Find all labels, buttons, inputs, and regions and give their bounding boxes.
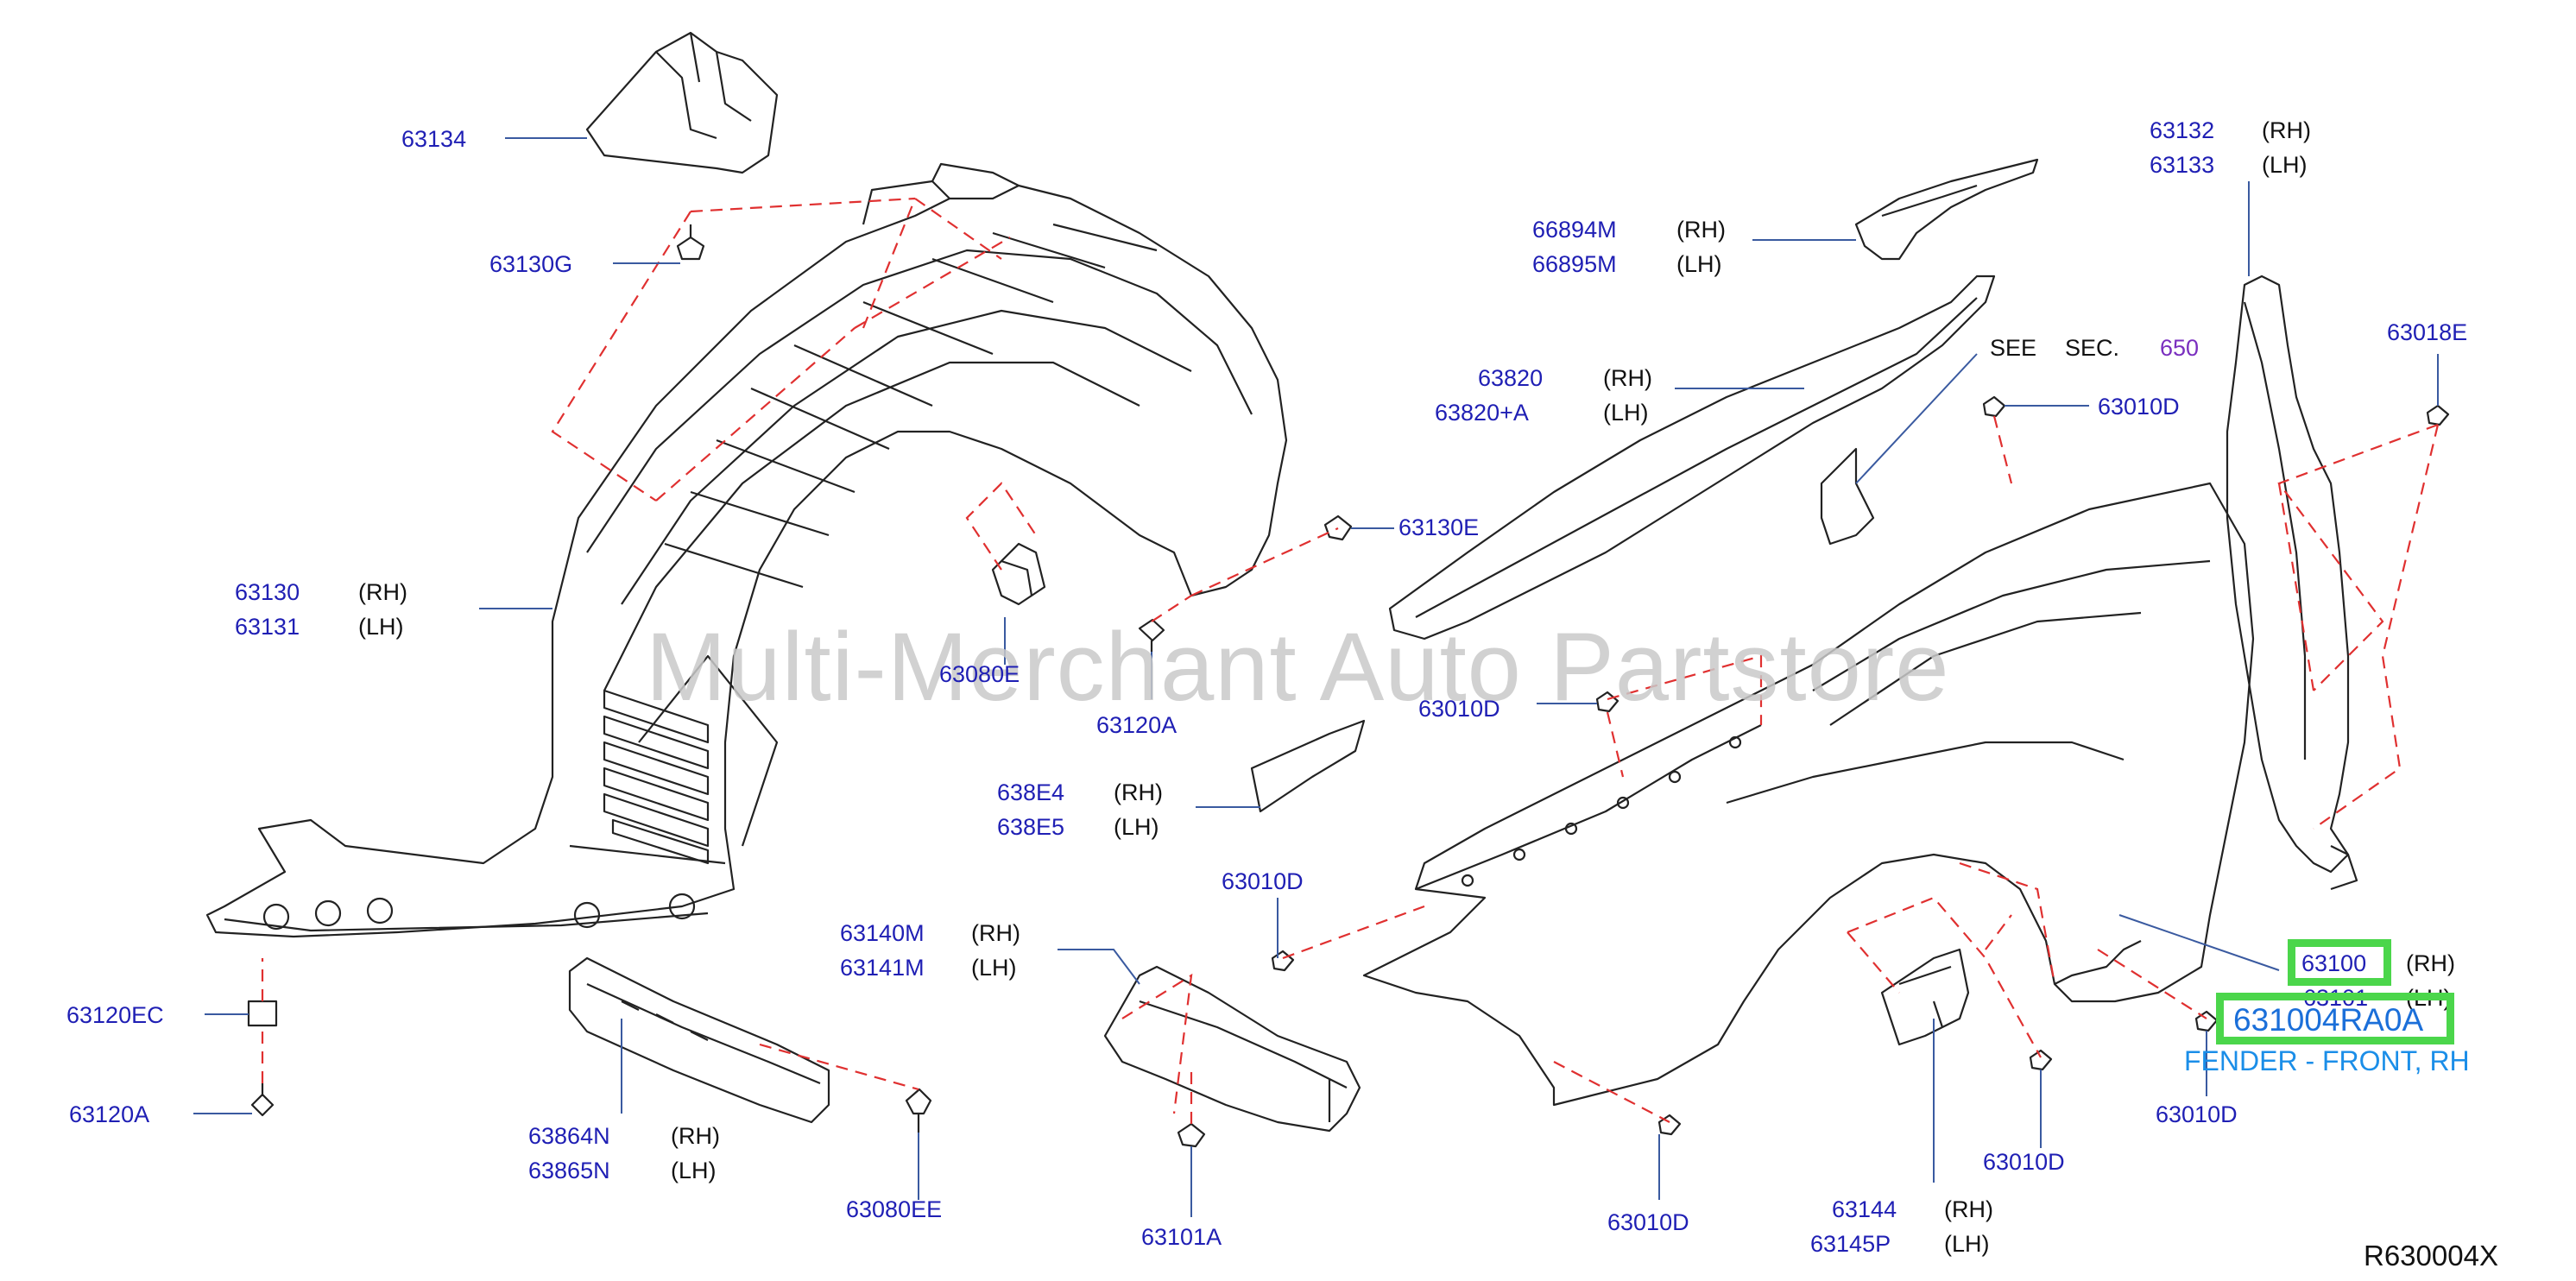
label-66895M[interactable]: 66895M <box>1532 251 1617 277</box>
clip-63080EE <box>905 1088 932 1133</box>
bolt-63101A <box>1177 1122 1206 1148</box>
label-63120EC[interactable]: 63120EC <box>66 1002 164 1028</box>
label-sec: SEC. <box>2065 335 2120 361</box>
label-66894M-rh: (RH) <box>1676 217 1726 243</box>
clip-63080E <box>991 542 1046 606</box>
highlight-box-63100[interactable] <box>2288 939 2391 986</box>
seal-63864N <box>568 956 830 1124</box>
clip-63130E <box>1323 514 1353 541</box>
bolt-63010D-right <box>2029 1049 2053 1071</box>
side-cover-63132 <box>2226 274 2350 874</box>
label-63010D-top[interactable]: 63010D <box>2098 394 2180 420</box>
bolt-63010D-lowleft <box>1271 950 1295 972</box>
label-63130E[interactable]: 63130E <box>1398 514 1480 540</box>
highlight-box-part-number[interactable] <box>2216 993 2454 1044</box>
clip-63120EC <box>247 1000 278 1027</box>
watermark: Multi-Merchant Auto Partstore <box>646 613 1950 721</box>
fender-mount-holes <box>1461 735 1742 887</box>
liner-slots <box>603 689 710 865</box>
label-638E5[interactable]: 638E5 <box>997 814 1065 840</box>
clip-63120A-bottom <box>250 1083 275 1117</box>
label-63100[interactable]: 63100 <box>2301 950 2367 976</box>
bracket-66894M <box>1854 158 2039 261</box>
label-66895M-lh: (LH) <box>1676 251 1722 277</box>
label-63130[interactable]: 63130 <box>235 579 300 605</box>
label-63120A-mid[interactable]: 63120A <box>1096 712 1178 738</box>
label-63131[interactable]: 63131 <box>235 614 300 640</box>
label-63010D-farright[interactable]: 63010D <box>2156 1101 2238 1127</box>
label-63100-rh: (RH) <box>2406 950 2455 976</box>
label-63145P-lh: (LH) <box>1944 1231 1990 1257</box>
label-63018E[interactable]: 63018E <box>2387 319 2468 345</box>
liner-ribs <box>664 223 1158 589</box>
clip-63120A-mid <box>1138 618 1165 652</box>
clip-63130G <box>676 224 705 261</box>
label-63120A-bottom[interactable]: 63120A <box>69 1101 150 1127</box>
label-63145P[interactable]: 63145P <box>1810 1231 1891 1257</box>
label-66894M[interactable]: 66894M <box>1532 217 1617 243</box>
label-63134[interactable]: 63134 <box>401 126 467 152</box>
label-63864N[interactable]: 63864N <box>528 1123 610 1149</box>
label-63132[interactable]: 63132 <box>2150 117 2215 143</box>
assembly-lines <box>261 197 2440 1124</box>
label-63144-rh: (RH) <box>1944 1196 1993 1222</box>
seal-63820 <box>1388 274 1996 640</box>
bolt-63010D-top <box>1982 395 2006 418</box>
label-63010D-lowleft[interactable]: 63010D <box>1222 868 1304 894</box>
label-63080E[interactable]: 63080E <box>939 661 1020 687</box>
label-63865N[interactable]: 63865N <box>528 1158 610 1183</box>
label-63080EE[interactable]: 63080EE <box>846 1196 943 1222</box>
bracket-63140M <box>1103 965 1361 1133</box>
label-63820[interactable]: 63820 <box>1478 365 1544 391</box>
label-638E5-lh: (LH) <box>1114 814 1159 840</box>
label-63101A[interactable]: 63101A <box>1141 1224 1222 1250</box>
label-63141M[interactable]: 63141M <box>840 955 925 981</box>
leader-lines <box>193 137 2439 1217</box>
diagram-code: R630004X <box>2364 1240 2498 1272</box>
label-63133[interactable]: 63133 <box>2150 152 2215 178</box>
label-63140M[interactable]: 63140M <box>840 920 925 946</box>
label-63133-lh: (LH) <box>2262 152 2308 178</box>
fender-liner-63130 <box>205 184 1288 938</box>
label-63131-lh: (LH) <box>358 614 404 640</box>
label-63130G[interactable]: 63130G <box>489 251 573 277</box>
label-63144[interactable]: 63144 <box>1832 1196 1897 1222</box>
label-638E4[interactable]: 638E4 <box>997 779 1065 805</box>
label-638E4-rh: (RH) <box>1114 779 1163 805</box>
bolt-63010D-bottom <box>1657 1114 1682 1136</box>
section-650-link[interactable]: 650 <box>2160 335 2200 361</box>
bracket-63144 <box>1880 948 1970 1046</box>
highlight-part-description: FENDER - FRONT, RH <box>2184 1045 2470 1076</box>
label-63132-rh: (RH) <box>2262 117 2311 143</box>
label-63820A[interactable]: 63820+A <box>1435 400 1529 426</box>
label-63820-rh: (RH) <box>1603 365 1652 391</box>
label-63141M-lh: (LH) <box>971 955 1017 981</box>
label-63010D-bottom[interactable]: 63010D <box>1607 1209 1689 1235</box>
highlight-part-number[interactable]: 631004RA0A <box>2233 1002 2424 1038</box>
bolt-63010D-farright <box>2194 1010 2219 1032</box>
label-63010D-right[interactable]: 63010D <box>1983 1149 2065 1175</box>
label-63820A-lh: (LH) <box>1603 400 1649 426</box>
label-63865N-lh: (LH) <box>671 1158 717 1183</box>
liner-holes <box>262 893 696 931</box>
bracket-638E4 <box>1250 719 1366 813</box>
label-63140M-rh: (RH) <box>971 920 1020 946</box>
label-see: SEE <box>1990 335 2037 361</box>
bolt-63018E <box>2426 404 2450 426</box>
front-fender-63100 <box>1362 482 2255 1107</box>
insulator-part-63134 <box>585 31 779 174</box>
label-63864N-rh: (RH) <box>671 1123 720 1149</box>
label-63010D-mid[interactable]: 63010D <box>1418 696 1500 722</box>
label-63130-rh: (RH) <box>358 579 407 605</box>
bolt-63010D-mid <box>1595 691 1619 713</box>
